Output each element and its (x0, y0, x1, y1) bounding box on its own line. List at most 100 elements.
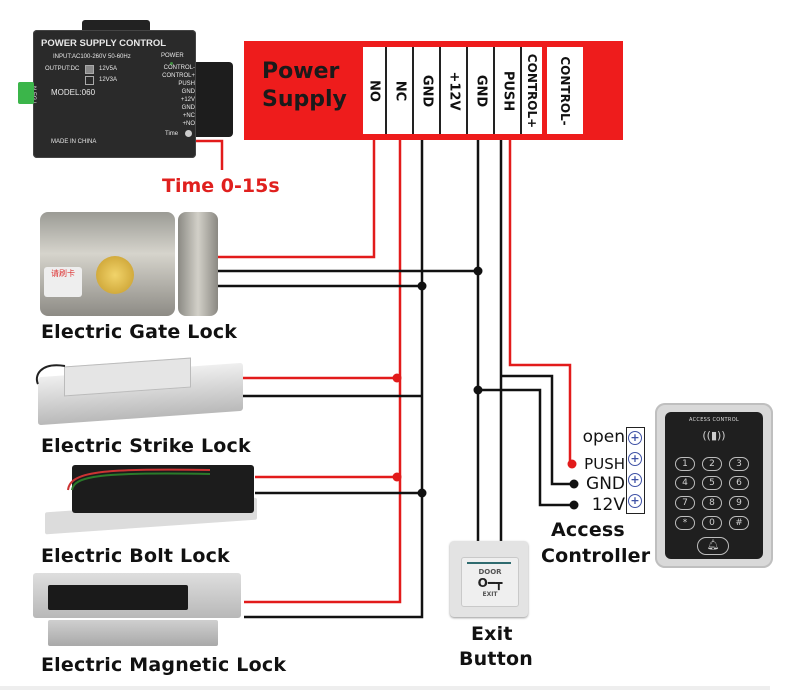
psu-terminal: CONTROL- (163, 65, 195, 71)
keypad-key[interactable]: 2 (702, 457, 722, 471)
terminal-no: NO (363, 47, 387, 134)
psu-side-cover (195, 62, 233, 137)
strike-lock-cable-icon (35, 364, 66, 385)
junction-gnd-bolt (417, 488, 427, 498)
psu-terminal: PUSH (178, 81, 195, 87)
wire-push-to-controller (508, 140, 572, 463)
keypad-key[interactable]: 5 (702, 476, 722, 490)
terminal-label: NO (366, 79, 382, 102)
psu-origin: MADE IN CHINA (51, 139, 97, 145)
power-supply-title-line1: Power (262, 59, 340, 84)
key-icon: O━┳ (477, 576, 503, 590)
access-controller-caption-line1: Access (551, 519, 625, 541)
terminal-label: CONTROL- (558, 55, 572, 126)
terminal-label: NC (392, 80, 407, 101)
exit-button-face[interactable] (461, 557, 519, 607)
pin-dot-12v (569, 500, 579, 510)
exit-button-caption-line1: Exit (471, 623, 513, 645)
junction-nc-strike (392, 373, 402, 383)
power-led-icon (170, 62, 173, 65)
magnetic-lock-core (48, 585, 188, 610)
wire-gnd-to-controller (501, 374, 572, 486)
keypad-title: ACCESS CONTROL (688, 417, 740, 423)
gate-lock-tag-text: 请刷卡 (51, 269, 75, 278)
ac-terminal-block (18, 82, 34, 104)
junction-12v-controller (473, 385, 483, 395)
terminal-label: CONTROL+ (525, 53, 539, 128)
psu-time-label: Time (165, 131, 179, 137)
access-controller-caption-line2: Controller (541, 545, 651, 567)
psu-terminal: +NO (182, 121, 195, 127)
keypad-key[interactable]: * (675, 516, 695, 530)
keypad-key[interactable]: 1 (675, 457, 695, 471)
controller-terminal-strip (626, 427, 645, 514)
time-knob-icon[interactable] (185, 130, 192, 137)
power-supply-title-line2: Supply (262, 87, 347, 112)
exit-button-door-text: DOOR (478, 568, 502, 576)
pin-label-push: PUSH (584, 455, 625, 473)
gate-lock-latch (178, 212, 218, 316)
power-supply-unit: POWER SUPPLY CONTROL POWER INPUT:AC100-2… (30, 30, 196, 158)
psu-terminal: +NC (182, 113, 195, 119)
terminal-control-minus: CONTROL- (547, 47, 583, 134)
psu-side-terminal-labels: CONTROL- CONTROL+ PUSH GND +12V GND +NC … (153, 64, 195, 128)
keypad-key[interactable]: 9 (729, 496, 749, 510)
psu-terminal: CONTROL+ (162, 73, 195, 79)
output-checkbox-3a (85, 76, 94, 85)
terminal-nc: NC (387, 47, 414, 134)
terminal-label: PUSH (500, 70, 515, 111)
pin-dot-gnd (569, 479, 579, 489)
psu-output-label: OUTPUT:DC (45, 66, 80, 72)
terminal-gnd-2: GND (468, 47, 495, 134)
exit-button-indicator (467, 562, 511, 564)
keypad-key[interactable]: 8 (702, 496, 722, 510)
time-knob-lead (196, 139, 224, 170)
rfid-card-icon: ((▮)) (702, 429, 726, 442)
terminal-gnd: GND (414, 47, 441, 134)
terminal-label: GND (473, 74, 488, 107)
key-cylinder-icon (96, 256, 134, 294)
terminal-push: PUSH (495, 47, 522, 134)
strike-lock-caption: Electric Strike Lock (41, 435, 251, 457)
power-supply-title: Power Supply (262, 58, 347, 114)
wire-nc-trunk (244, 140, 402, 604)
screw-terminal-icon: + (628, 494, 642, 508)
keypad-key[interactable]: 0 (702, 516, 722, 530)
magnetic-lock-armature (48, 620, 218, 646)
psu-model: MODEL:060 (51, 88, 96, 97)
wire-gnd-lock-trunk (244, 140, 424, 619)
terminal-label: GND (419, 74, 434, 107)
junction-gnd-gate (417, 281, 427, 291)
psu-power-label: POWER (161, 53, 184, 59)
keypad-key[interactable]: 6 (729, 476, 749, 490)
psu-terminal: GND (181, 105, 195, 111)
output-checkbox-5a (85, 65, 94, 74)
screw-terminal-icon: + (628, 452, 642, 466)
terminal-12v: +12V (441, 47, 468, 134)
bolt-lock-wires-icon (67, 468, 211, 491)
keypad-key[interactable]: 7 (675, 496, 695, 510)
junction-12v-gate (473, 266, 483, 276)
psu-terminal: GND (181, 89, 195, 95)
psu-input-spec: INPUT:AC100-260V 50-60Hz (53, 54, 131, 60)
keypad-key[interactable]: 4 (675, 476, 695, 490)
exit-button-caption-line2: Button (459, 648, 533, 670)
doorbell-icon[interactable]: 🔔︎ (697, 537, 729, 555)
gate-lock-tag: 请刷卡 (44, 267, 82, 297)
keypad-key[interactable]: 3 (729, 457, 749, 471)
gate-lock-caption: Electric Gate Lock (41, 321, 238, 343)
time-range-label: Time 0-15s (162, 175, 280, 197)
psu-terminal: +12V (180, 97, 195, 103)
keypad-key[interactable]: # (729, 516, 749, 530)
bottom-scroll-edge (0, 686, 770, 690)
pin-label-12v: 12V (591, 495, 625, 515)
psu-title: POWER SUPPLY CONTROL (41, 38, 167, 49)
exit-button-exit-text: EXIT (482, 591, 498, 598)
bolt-lock-caption: Electric Bolt Lock (41, 545, 230, 567)
psu-output-option: 12V3A (99, 77, 118, 83)
psu-output-option: 12V5A (99, 66, 118, 72)
terminal-control-plus: CONTROL+ (522, 47, 542, 134)
magnetic-lock-caption: Electric Magnetic Lock (41, 654, 287, 676)
pin-label-open: open (582, 427, 625, 447)
